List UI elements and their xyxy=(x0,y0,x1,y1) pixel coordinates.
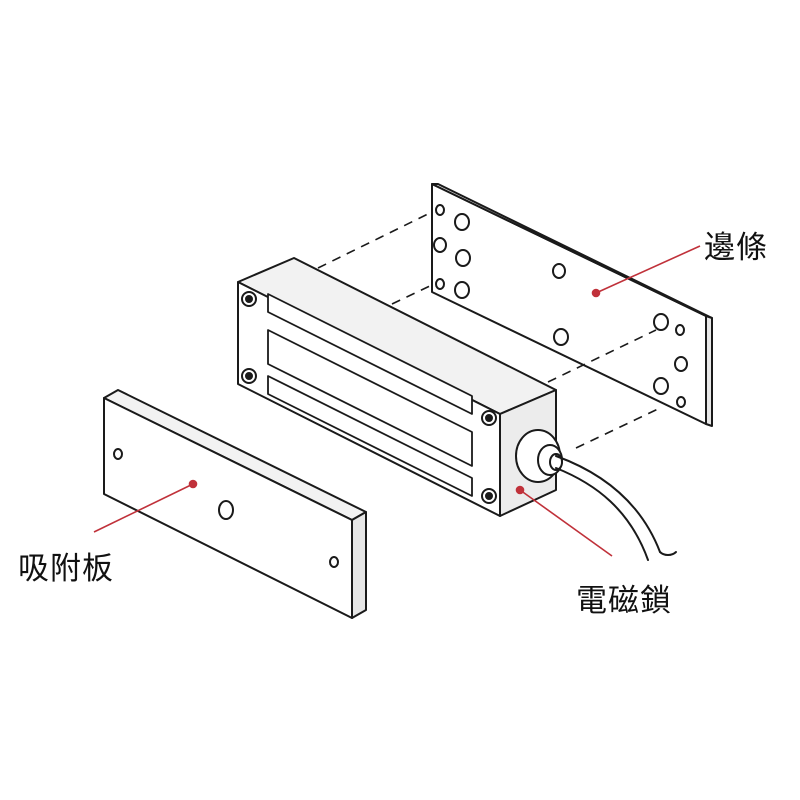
armature-hole xyxy=(329,556,339,568)
bracket-holes xyxy=(433,204,688,408)
bracket-hole xyxy=(435,278,445,290)
bracket-hole xyxy=(653,377,669,395)
leader-lines xyxy=(93,245,701,557)
bracket-hole xyxy=(454,213,470,231)
leader-dot-bracket xyxy=(591,288,601,298)
bracket-hole xyxy=(454,281,470,299)
bracket-hole xyxy=(676,396,686,408)
lock-screws xyxy=(241,291,497,504)
bracket-hole xyxy=(675,324,685,336)
bracket-hole xyxy=(435,204,445,216)
bracket-label: 邊條 xyxy=(704,230,768,266)
armature-plate-label: 吸附板 xyxy=(18,551,114,587)
armature-hole xyxy=(113,448,123,460)
leader-dot-armature xyxy=(188,479,198,489)
bracket-hole xyxy=(552,263,566,279)
leader-line-bracket xyxy=(595,245,701,294)
leader-line-armature xyxy=(93,483,194,533)
bracket-hole xyxy=(674,356,688,372)
leader-line-lock xyxy=(519,489,613,557)
electromagnetic-lock-label: 電磁鎖 xyxy=(576,583,672,619)
bracket-hole xyxy=(553,328,569,346)
alignment-dashed-lines xyxy=(317,211,661,449)
bracket-hole xyxy=(653,313,669,331)
leader-dot-lock xyxy=(515,485,525,495)
armature-hole xyxy=(218,500,234,520)
cable xyxy=(555,455,677,561)
armature-holes xyxy=(113,448,339,568)
bracket-plate xyxy=(431,183,713,427)
bracket-hole xyxy=(455,249,471,267)
lock-face-strips xyxy=(267,293,473,497)
bracket-hole xyxy=(433,237,447,253)
